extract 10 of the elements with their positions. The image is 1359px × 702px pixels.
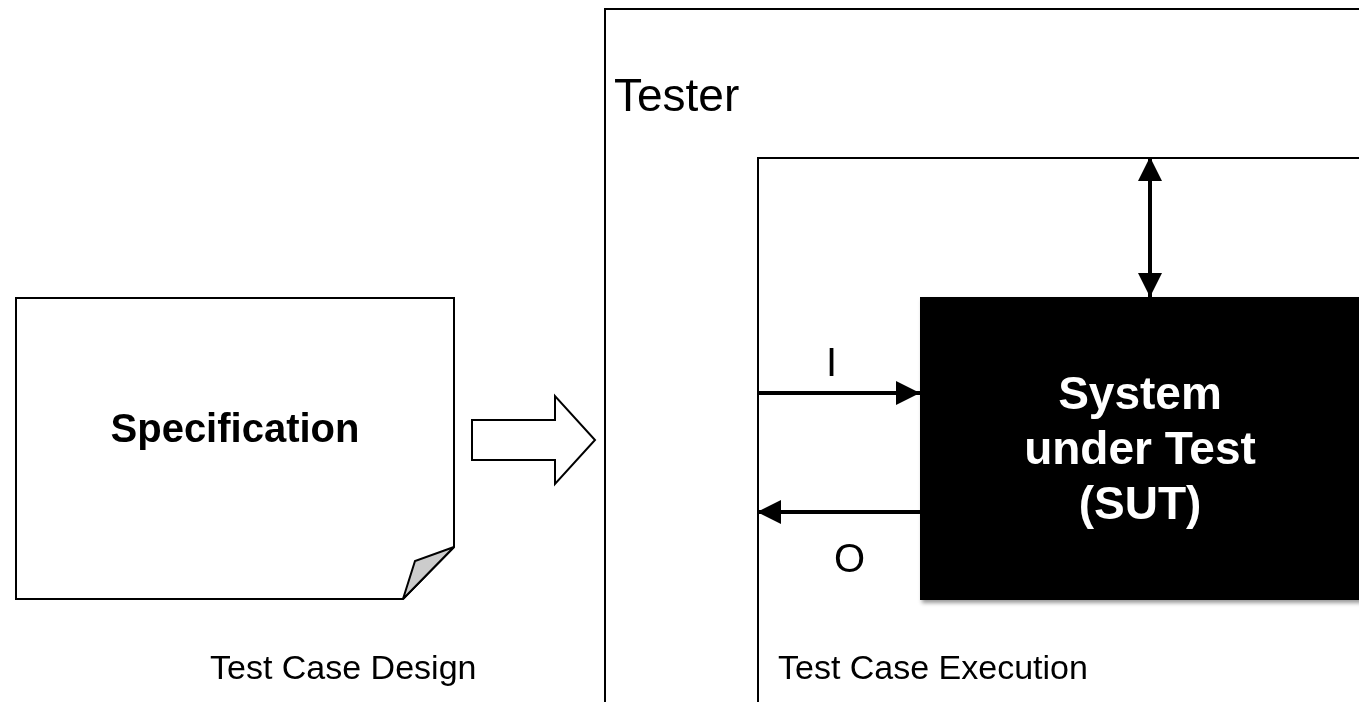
caption-label: Test Case Design: [210, 648, 477, 687]
frame-title: Tester: [614, 68, 740, 122]
arrow: [757, 381, 920, 405]
block-arrow: [471, 393, 597, 487]
caption-label: Test Case Execution: [778, 648, 1088, 687]
arrow: [1138, 157, 1162, 297]
system-title: System under Test (SUT): [1023, 365, 1257, 532]
document-title: Specification: [110, 406, 360, 451]
system-box: [920, 297, 1359, 600]
arrow: [757, 500, 920, 524]
